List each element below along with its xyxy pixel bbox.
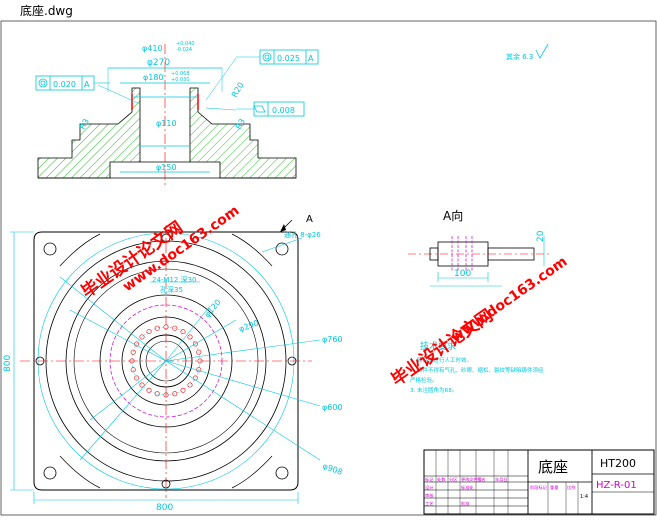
tb-label: 更改文件号	[461, 476, 482, 483]
concentricity-icon	[262, 52, 272, 62]
tb-label: 标记	[425, 476, 434, 483]
cad-drawing[interactable]: φ410 +0.040 -0.024 φ270 φ180 +0.068 +0.0…	[0, 20, 657, 516]
flatness-icon	[253, 105, 266, 113]
tb-label: 工艺	[425, 501, 433, 506]
dim-d410-tol-upper: +0.040	[176, 41, 195, 47]
tb-label: 处数	[437, 476, 446, 483]
tb-label: 重量	[550, 484, 558, 491]
note-depth: 孔深35	[160, 285, 183, 294]
concentricity-icon	[38, 78, 48, 88]
dim-height: 800	[3, 355, 13, 372]
roughness-icon	[535, 43, 549, 59]
scale-value: 1:4	[580, 494, 588, 500]
dim-width: 800	[156, 503, 173, 513]
title-block	[423, 449, 655, 515]
a-view-dim-100: 100	[454, 269, 471, 279]
dim-d290: φ290	[238, 318, 260, 333]
dim-d270: φ270	[147, 58, 170, 68]
tb-label: 阶段标记	[530, 484, 548, 491]
section-hatch-left	[37, 87, 141, 179]
dim-r20: R20	[230, 81, 246, 99]
a-view-title: A向	[443, 208, 463, 223]
section-hatch-right	[189, 87, 297, 179]
material: HT200	[600, 457, 636, 470]
tolerance-left-value: 0.020	[53, 80, 76, 89]
a-view	[408, 236, 552, 287]
note-through-holes: 通孔 8-φ26	[284, 230, 321, 239]
drawing-number: HZ-R-01	[596, 480, 637, 491]
dim-d908: φ908	[321, 461, 343, 476]
dim-d120: φ120	[203, 298, 223, 320]
tb-label: 签名	[477, 476, 485, 483]
plan-view	[10, 219, 321, 504]
drawing-canvas[interactable]: φ410 +0.040 -0.024 φ270 φ180 +0.068 +0.0…	[0, 20, 657, 516]
dim-d110: φ110	[156, 119, 177, 128]
window-title: 底座.dwg	[20, 4, 73, 18]
tb-label: 设计	[425, 484, 433, 491]
tolerance-right-value: 0.025	[277, 54, 300, 63]
part-name: 底座	[538, 458, 568, 476]
dim-d180: φ180	[143, 73, 164, 82]
tb-label: 标准化	[461, 484, 474, 491]
dim-d150: φ150	[156, 163, 177, 172]
tb-label: 年月日	[495, 476, 508, 483]
dim-d180-tol-lower: +0.030	[171, 77, 190, 83]
section-view	[37, 44, 297, 186]
tech-req-title: 技术要求	[420, 340, 456, 352]
tb-label: 审核	[425, 492, 434, 499]
tolerance-frame-right	[236, 49, 319, 65]
dim-d410-tol-lower: -0.024	[176, 47, 192, 53]
tb-label: 批准	[461, 500, 469, 507]
dim-d760: φ760	[322, 335, 343, 344]
tech-req-item: 严格检验。	[410, 376, 438, 384]
tech-req-item: 2. 铸件不得有气孔、砂眼、缩松、裂纹等缺陷铸件须经	[410, 366, 544, 374]
tb-label: 比例	[567, 484, 575, 491]
view-a-marker: A	[306, 214, 313, 225]
tolerance-flat-value: 0.008	[272, 106, 295, 115]
roughness-note: 其余 6.3	[506, 52, 533, 61]
tech-req-item: 3. 未注圆角为R8。	[410, 386, 457, 394]
dim-d180-tol-upper: +0.068	[171, 71, 190, 77]
tolerance-right-datum: A	[308, 54, 314, 63]
dim-d410: φ410	[142, 44, 163, 53]
drawing-border	[0, 20, 657, 516]
tb-label: 分区	[449, 476, 457, 483]
dim-d600: φ600	[322, 403, 343, 412]
tolerance-frame-left	[35, 75, 110, 91]
tech-req-item: 1. 铸件须进行人工时效。	[410, 356, 472, 364]
a-view-dim-20: 20	[536, 230, 546, 242]
tolerance-frame-flat	[236, 101, 305, 117]
tolerance-left-datum: A	[84, 80, 90, 89]
note-bolt-holes: 24-M12 深30	[152, 275, 197, 284]
